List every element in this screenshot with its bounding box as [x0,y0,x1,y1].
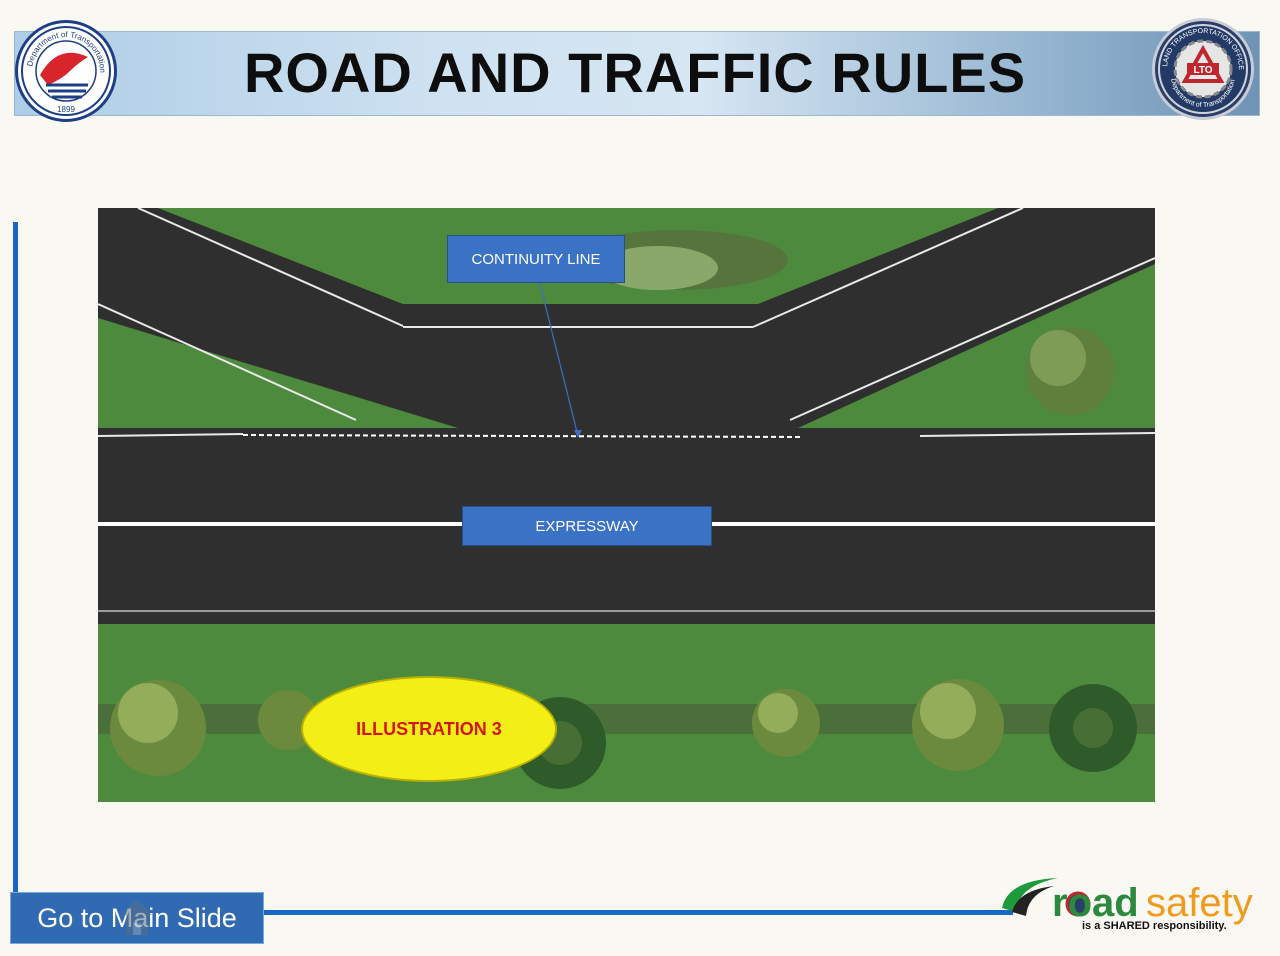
expressway-label: EXPRESSWAY [462,506,712,546]
lto-seal-logo: LTO LAND TRANSPORTATION OFFICE Departmen… [1152,18,1254,120]
svg-text:1899: 1899 [57,105,75,114]
continuity-line [242,434,804,438]
title-banner [14,31,1260,116]
continuity-line-label: CONTINUITY LINE [447,235,625,283]
svg-text:safety: safety [1146,881,1253,925]
svg-text:is a SHARED responsibility.: is a SHARED responsibility. [1082,920,1227,932]
left-accent-bar [13,222,18,912]
svg-text:LTO: LTO [1193,65,1212,76]
page-title: ROAD AND TRAFFIC RULES [243,41,1027,104]
bottom-accent-bar [13,910,1013,915]
road-diagram [98,208,1155,802]
road-safety-logo: road safety is a SHARED responsibility. [998,872,1266,934]
home-icon [120,897,154,937]
dotr-seal-logo: Department of Transportation 1899 [15,20,117,122]
svg-text:road: road [1052,881,1139,925]
road-illustration [98,208,1155,802]
illustration-number-badge: ILLUSTRATION 3 [301,676,557,782]
